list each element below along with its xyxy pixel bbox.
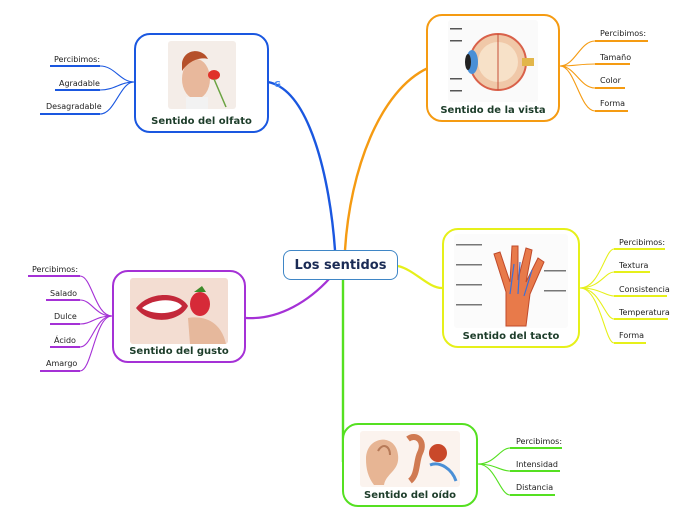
oido-item[interactable]: Percibimos: [516,437,563,446]
topic-oido[interactable]: Sentido del oído [342,423,478,507]
olfato-leaf-lines [99,65,135,115]
oido-item[interactable]: Intensidad [516,460,559,469]
mouth-eating-strawberry-image [130,278,228,344]
oido-leaf-lines [477,447,511,496]
google-link-icon[interactable]: G [274,80,281,89]
branch-olfato [267,80,337,251]
gusto-leaf-lines [79,275,113,372]
branch-vista [343,66,429,251]
branch-gusto [245,277,331,320]
topic-vista[interactable]: Sentido de la vista [426,14,560,122]
gusto-item[interactable]: Salado [50,289,78,298]
olfato-item[interactable]: Agradable [59,79,100,88]
vista-leaf-lines [559,40,596,112]
vista-item[interactable]: Tamaño [600,53,632,62]
gusto-item[interactable]: Dulce [54,312,77,321]
olfato-item[interactable]: Desagradable [46,102,102,111]
vista-item[interactable]: Forma [600,99,626,108]
gusto-underlines [28,275,80,372]
eye-anatomy-image [448,20,538,102]
gusto-item[interactable]: Ácido [54,336,76,345]
ear-anatomy-image [360,431,460,487]
tacto-underlines [614,248,668,344]
hand-anatomy-image [454,234,568,328]
topic-gusto[interactable]: Sentido del gusto [112,270,246,363]
vista-underlines [595,40,648,112]
central-topic-label: Los sentidos [294,257,387,273]
vista-item[interactable]: Percibimos: [600,29,647,38]
topic-tacto[interactable]: Sentido del tacto [442,228,580,348]
olfato-underlines [40,65,100,115]
vista-item[interactable]: Color [600,76,621,85]
topic-vista-label: Sentido de la vista [440,105,546,116]
tacto-item[interactable]: Consistencia [619,285,670,294]
topic-gusto-label: Sentido del gusto [129,346,229,357]
oido-underlines [510,447,562,496]
topic-tacto-label: Sentido del tacto [462,331,560,342]
gusto-item[interactable]: Percibimos: [32,265,79,274]
tacto-leaf-lines [579,248,615,344]
gusto-item[interactable]: Amargo [46,359,78,368]
central-topic[interactable]: Los sentidos [283,250,398,280]
branch-tacto [397,264,443,290]
tacto-item[interactable]: Temperatura [619,308,670,317]
topic-olfato-label: Sentido del olfato [151,116,252,127]
oido-item[interactable]: Distancia [516,483,554,492]
tacto-item[interactable]: Textura [619,261,649,270]
topic-olfato[interactable]: Sentido del olfato [134,33,269,133]
olfato-item[interactable]: Percibimos: [54,55,101,64]
person-smelling-flower-image [167,41,236,109]
topic-oido-label: Sentido del oído [364,490,456,501]
tacto-item[interactable]: Forma [619,331,645,340]
tacto-item[interactable]: Percibimos: [619,238,666,247]
